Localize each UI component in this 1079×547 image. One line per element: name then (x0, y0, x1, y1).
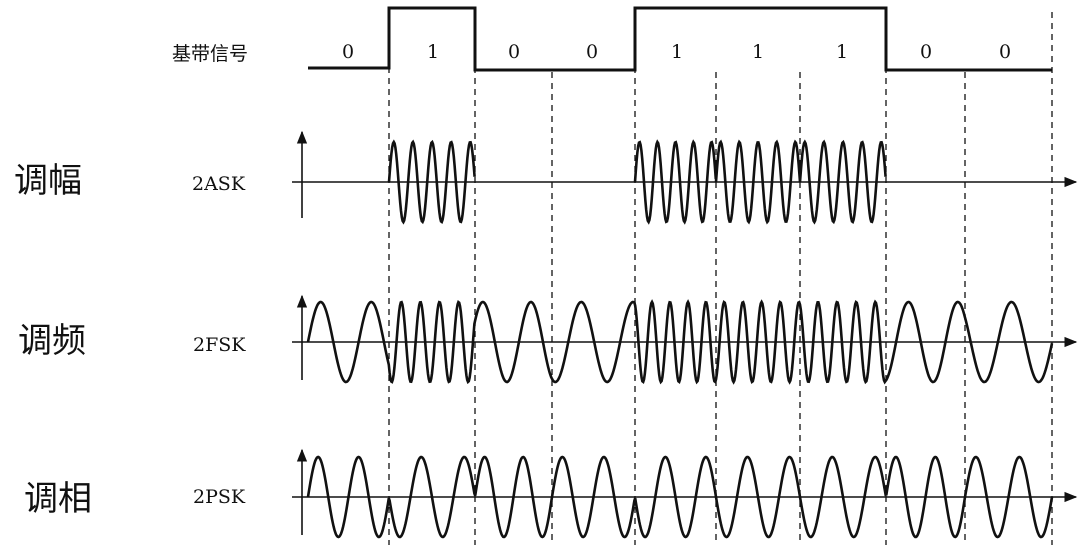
bit-label: 0 (508, 41, 520, 63)
bit-label: 1 (427, 41, 439, 63)
bit-label: 1 (836, 41, 848, 63)
bit-label: 1 (752, 41, 764, 63)
mod-name-ask: 2ASK (192, 173, 246, 195)
row-title-ask: 调幅 (14, 161, 82, 201)
bit-boundary-lines (388, 12, 1053, 545)
row-title-psk: 调相 (24, 479, 92, 519)
bit-label: 1 (671, 41, 683, 63)
bit-label: 0 (999, 41, 1011, 63)
row-title-fsk: 调频 (18, 321, 86, 361)
psk-axes (292, 448, 1078, 535)
mod-name-fsk: 2FSK (193, 334, 246, 356)
mod-name-psk: 2PSK (193, 486, 246, 508)
psk-waveform (306, 455, 1054, 539)
bit-label: 0 (920, 41, 932, 63)
bit-label: 0 (586, 41, 598, 63)
ask-axes (292, 130, 1078, 218)
baseband-label: 基带信号 (172, 43, 248, 65)
fsk-waveform (306, 299, 1054, 385)
ask-waveform (387, 139, 887, 225)
baseband-bits: 0 1 0 0 1 1 1 0 0 (342, 41, 1011, 63)
bit-label: 0 (342, 41, 354, 63)
